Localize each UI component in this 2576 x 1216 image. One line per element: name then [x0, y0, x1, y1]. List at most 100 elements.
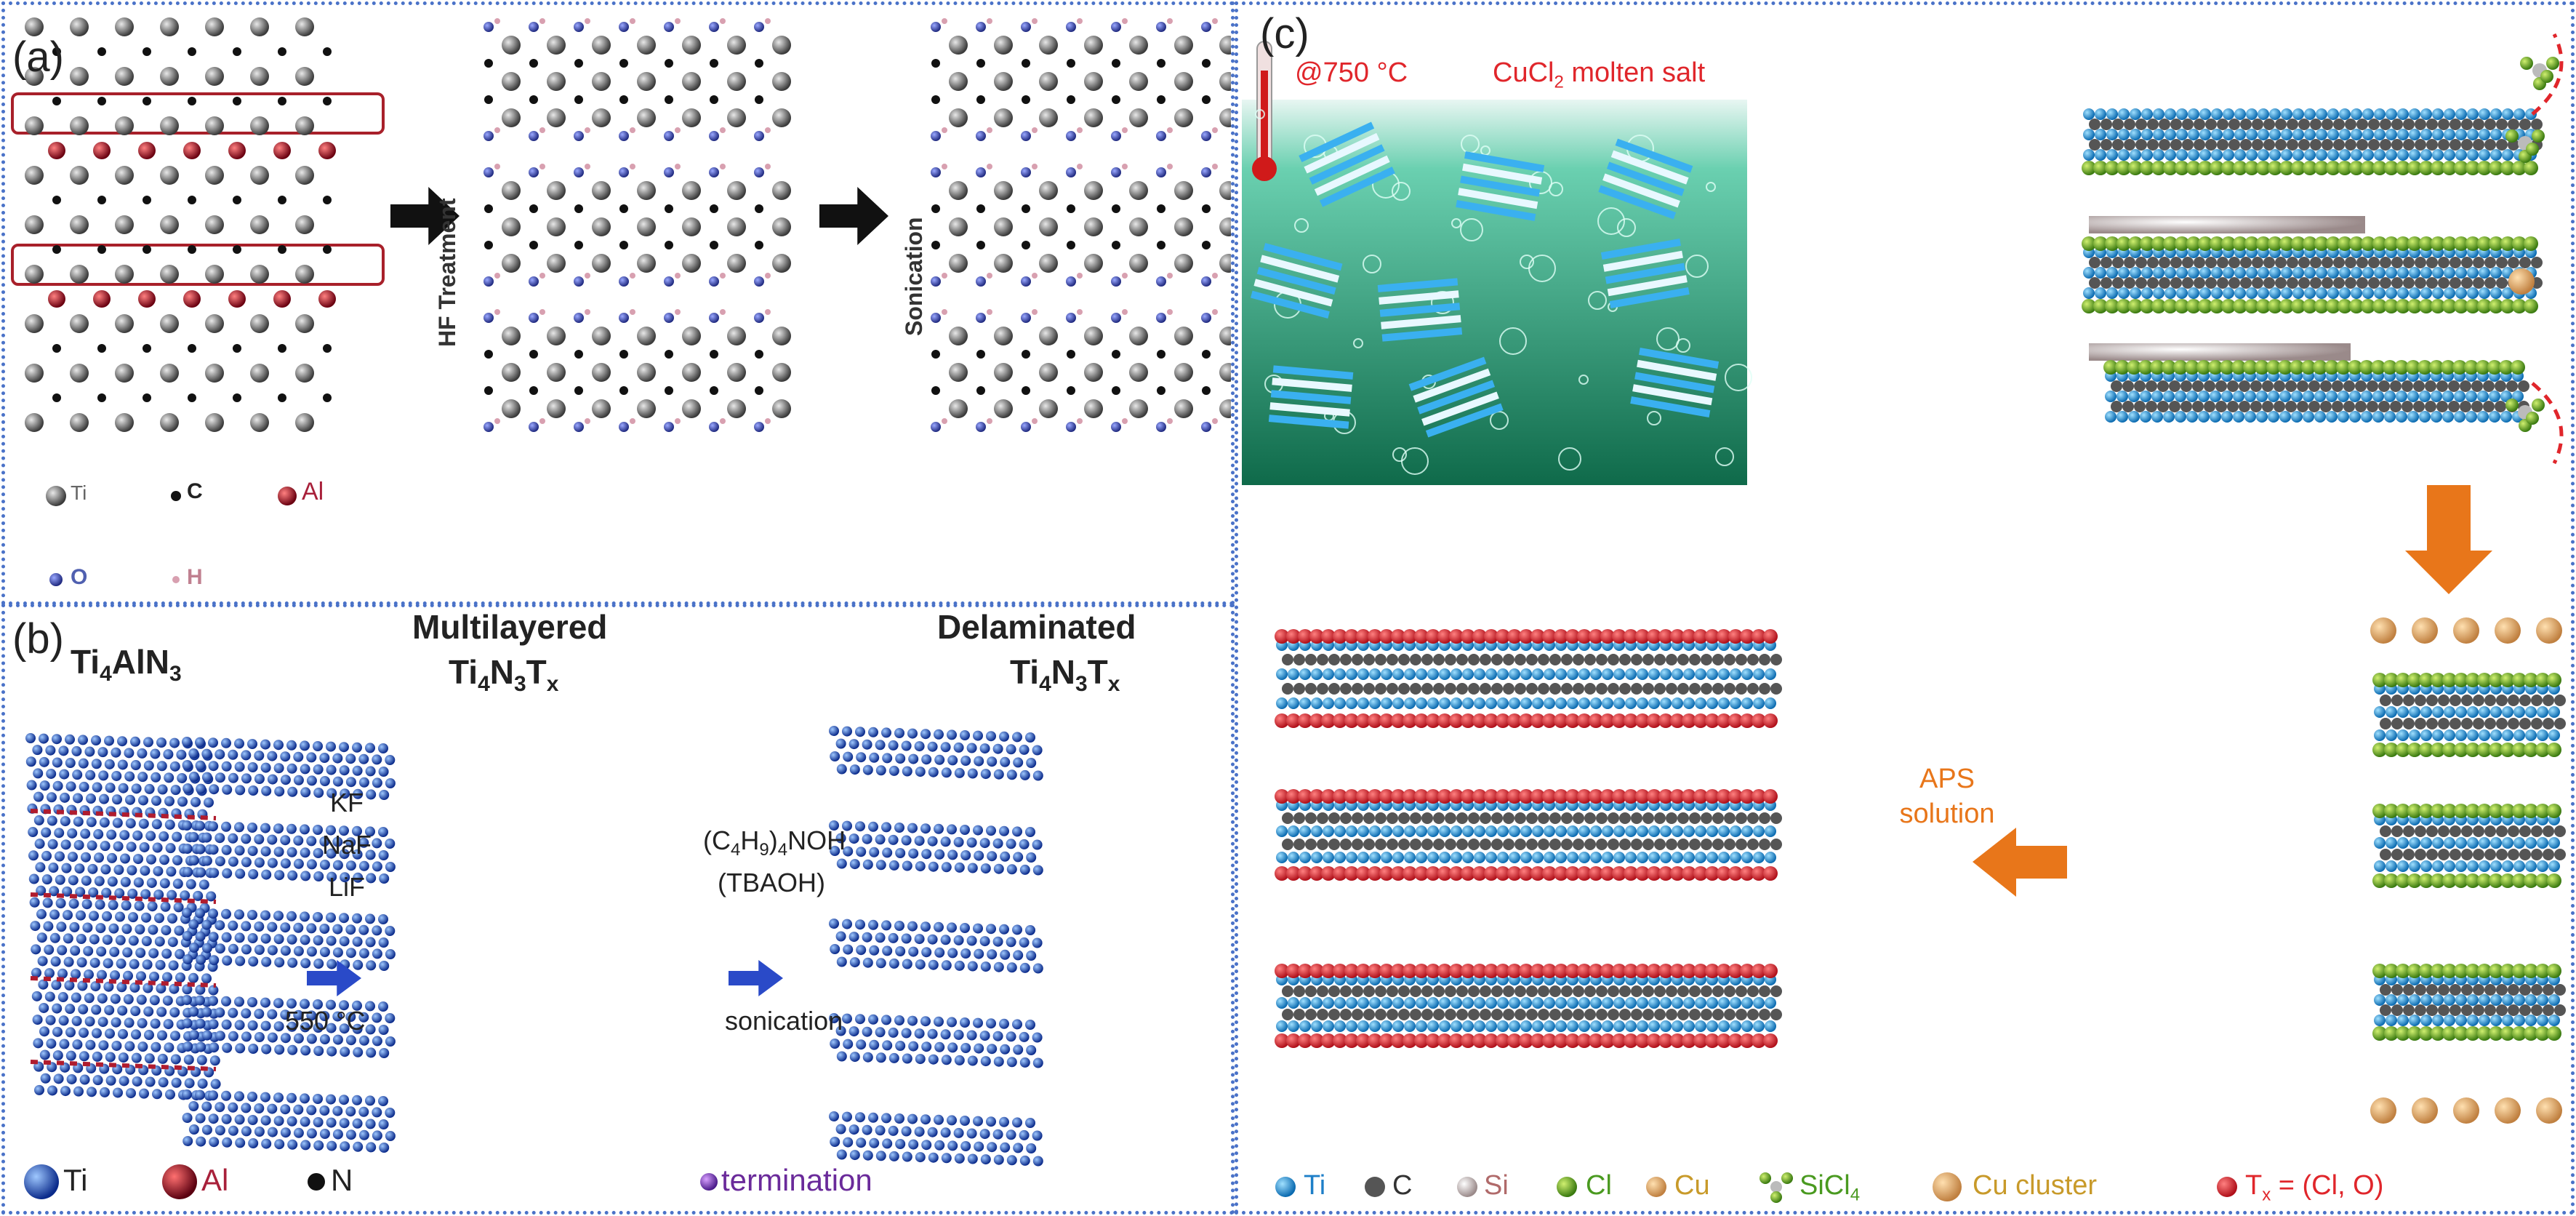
multilayer-slab-ti-sphere — [208, 844, 219, 855]
etch-stack-atom — [2106, 108, 2118, 120]
cl-stack-termination — [2442, 743, 2457, 757]
etch-stack-atom — [2111, 380, 2122, 392]
max-ti-atom — [115, 116, 134, 135]
mxene-ti-atom — [682, 254, 701, 273]
etch-stack-atom — [2368, 277, 2380, 289]
etch-stack-atom — [2083, 149, 2095, 161]
max-block-ti-sphere — [157, 784, 168, 795]
delam-ti-atom — [1084, 72, 1103, 91]
delaminated-flake-ti-sphere — [921, 849, 932, 860]
multilayer-slab-ti-sphere — [319, 947, 330, 957]
etch-stack-atom — [2281, 149, 2292, 161]
tx-stack-atom — [1765, 1020, 1776, 1032]
etch-stack-atom — [2420, 108, 2432, 120]
delaminated-flake-ti-sphere — [888, 1125, 899, 1136]
etch-stack-atom — [2256, 411, 2268, 423]
max-block-ti-sphere — [108, 900, 119, 911]
tx-stack-atom — [1363, 683, 1375, 695]
tx-stack-atom — [1730, 852, 1741, 863]
tx-stack-atom — [1747, 839, 1759, 850]
tx-stack-atom — [1276, 852, 1288, 863]
cl-stack-atom — [2537, 729, 2548, 741]
delaminated-flake-ti-sphere — [1026, 852, 1037, 863]
cl-stack-atom — [2537, 994, 2548, 1006]
delam-ti-atom — [949, 36, 968, 55]
tx-stack-termination — [1286, 789, 1301, 804]
multilayer-slab-ti-sphere — [247, 739, 257, 749]
tx-stack-atom — [1753, 1020, 1765, 1032]
cl-stack-termination — [2396, 673, 2410, 687]
etch-stack-atom — [2508, 257, 2519, 268]
multilayer-slab-ti-sphere — [372, 1107, 382, 1118]
delam-ti-atom — [949, 399, 968, 418]
tx-stack-termination — [1682, 629, 1696, 644]
max-ti-atom — [70, 17, 89, 36]
max-block-ti-sphere — [84, 1016, 95, 1027]
max-ti-atom — [115, 166, 134, 185]
tx-stack-termination — [1635, 866, 1650, 881]
multilayer-slab-ti-sphere — [182, 867, 193, 877]
tx-stack-atom — [1770, 654, 1782, 665]
tx-stack-termination — [1519, 789, 1533, 804]
legend-c-icon — [1365, 1177, 1385, 1197]
cl-stack-atom — [2403, 825, 2415, 837]
tx-stack-termination — [1624, 713, 1638, 728]
etch-stack-termination — [2396, 161, 2410, 175]
max-c-atom — [233, 97, 241, 105]
tx-stack-atom — [1491, 812, 1503, 824]
delaminated-flake-ti-sphere — [921, 1140, 932, 1151]
max-al-atom — [138, 290, 156, 308]
etch-stack-atom — [2211, 287, 2223, 299]
multilayer-slab-ti-sphere — [241, 1031, 252, 1042]
cl-stack-termination — [2477, 873, 2492, 888]
mxene-h-atom — [675, 418, 681, 424]
tx-stack-atom — [1608, 812, 1619, 824]
tx-stack-atom — [1340, 654, 1352, 665]
max-ti-atom — [295, 67, 314, 86]
tx-stack-atom — [1363, 812, 1375, 824]
delaminated-flake-ti-sphere — [830, 846, 840, 856]
multilayer-slab-ti-sphere — [188, 772, 199, 782]
cl-stack-atom — [2484, 984, 2496, 996]
etch-stack-atom — [2489, 411, 2500, 423]
etch-stack-atom — [2448, 380, 2460, 392]
bubble — [1685, 255, 1709, 278]
multilayer-slab-ti-sphere — [372, 1036, 382, 1047]
max-al-atom — [318, 142, 336, 159]
tx-stack-termination — [1624, 789, 1638, 804]
etch-stack-atom — [2502, 108, 2513, 120]
etch-stack-atom — [2118, 287, 2130, 299]
multilayer-slab-ti-sphere — [222, 1042, 233, 1053]
etch-stack-termination — [2243, 360, 2258, 375]
max-ti-atom — [25, 166, 44, 185]
etch-stack-atom — [2374, 267, 2386, 279]
etch-stack-atom — [2111, 401, 2122, 412]
etch-stack-atom — [2291, 391, 2303, 402]
cl-stack-termination — [2396, 964, 2410, 978]
mxene-c-atom — [529, 350, 538, 359]
delam-h-atom — [942, 309, 947, 315]
delaminated-flake-ti-sphere — [1006, 864, 1017, 875]
tx-stack-termination — [1647, 629, 1661, 644]
tx-stack-atom — [1532, 1020, 1544, 1032]
multilayer-slab-ti-sphere — [248, 869, 259, 879]
tx-stack-atom — [1381, 997, 1392, 1009]
etch-stack-termination — [2512, 236, 2527, 251]
tx-stack-termination — [1496, 629, 1510, 644]
mxene-c-atom — [619, 386, 628, 395]
max-block-ti-sphere — [71, 992, 81, 1003]
delaminated-flake-ti-sphere — [1019, 962, 1030, 973]
max-block-ti-sphere — [91, 735, 101, 745]
tx-stack-termination — [1670, 1033, 1685, 1048]
etch-stack-atom — [2116, 411, 2128, 423]
cl-stack-atom — [2397, 860, 2409, 872]
mxene-h-atom — [585, 127, 590, 133]
tx-stack-atom — [1538, 839, 1549, 850]
tx-stack-termination — [1530, 789, 1545, 804]
mxene-o-atom — [754, 22, 764, 32]
delaminated-flake-ti-sphere — [894, 728, 904, 738]
tx-stack-atom — [1753, 825, 1765, 837]
cu-cluster-icon — [2508, 268, 2535, 295]
etch-stack-atom — [2343, 380, 2355, 392]
tx-stack-atom — [1375, 985, 1387, 997]
